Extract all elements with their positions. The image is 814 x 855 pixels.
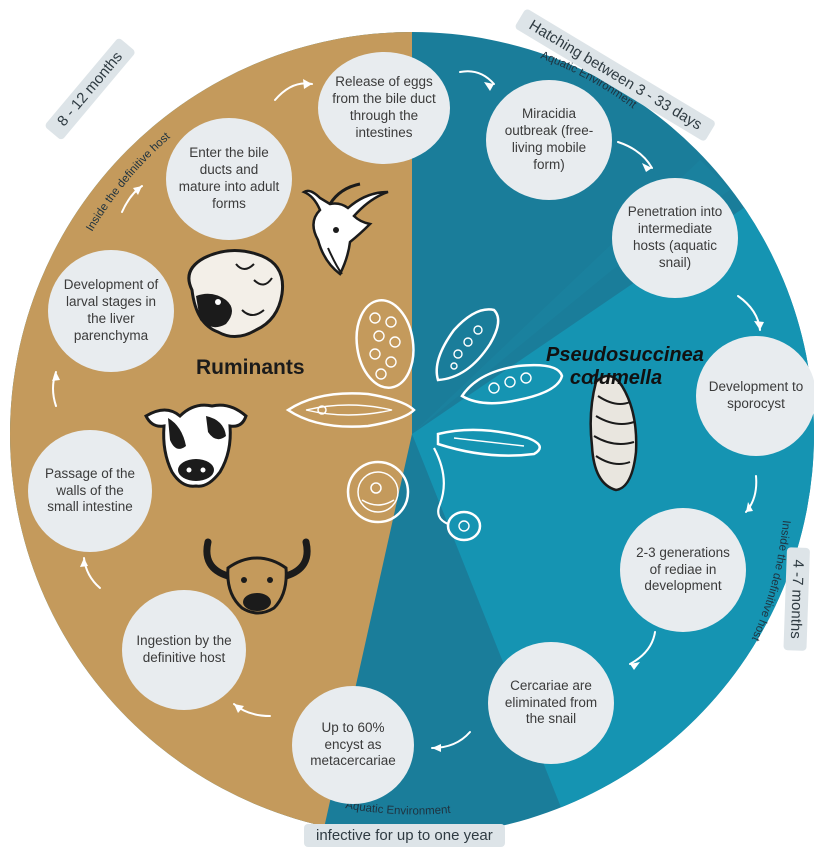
- step-release-eggs: Release of eggs from the bile duct throu…: [318, 52, 450, 164]
- period-right: 4 -7 months: [783, 547, 810, 651]
- step-miracidia: Miracidia outbreak (free-living mobile f…: [486, 80, 612, 200]
- step-ingestion: Ingestion by the definitive host: [122, 590, 246, 710]
- step-sporocyst: Development to sporocyst: [696, 336, 814, 456]
- snail-species-label: Pseudosuccinea columella: [546, 344, 686, 390]
- step-bile-ducts: Enter the bile ducts and mature into adu…: [166, 118, 292, 240]
- step-penetration: Penetration into intermediate hosts (aqu…: [612, 178, 738, 298]
- snail-species: columella: [570, 367, 662, 389]
- step-rediae: 2-3 generations of rediae in development: [620, 508, 746, 632]
- step-larval: Development of larval stages in the live…: [48, 250, 174, 372]
- snail-genus: Pseudosuccinea: [546, 344, 704, 366]
- step-cercariae: Cercariae are eliminated from the snail: [488, 642, 614, 764]
- period-bottom: infective for up to one year: [304, 824, 505, 847]
- step-passage: Passage of the walls of the small intest…: [28, 430, 152, 552]
- step-metacercariae: Up to 60% encyst as metacercariae: [292, 686, 414, 804]
- ruminants-label: Ruminants: [196, 356, 305, 380]
